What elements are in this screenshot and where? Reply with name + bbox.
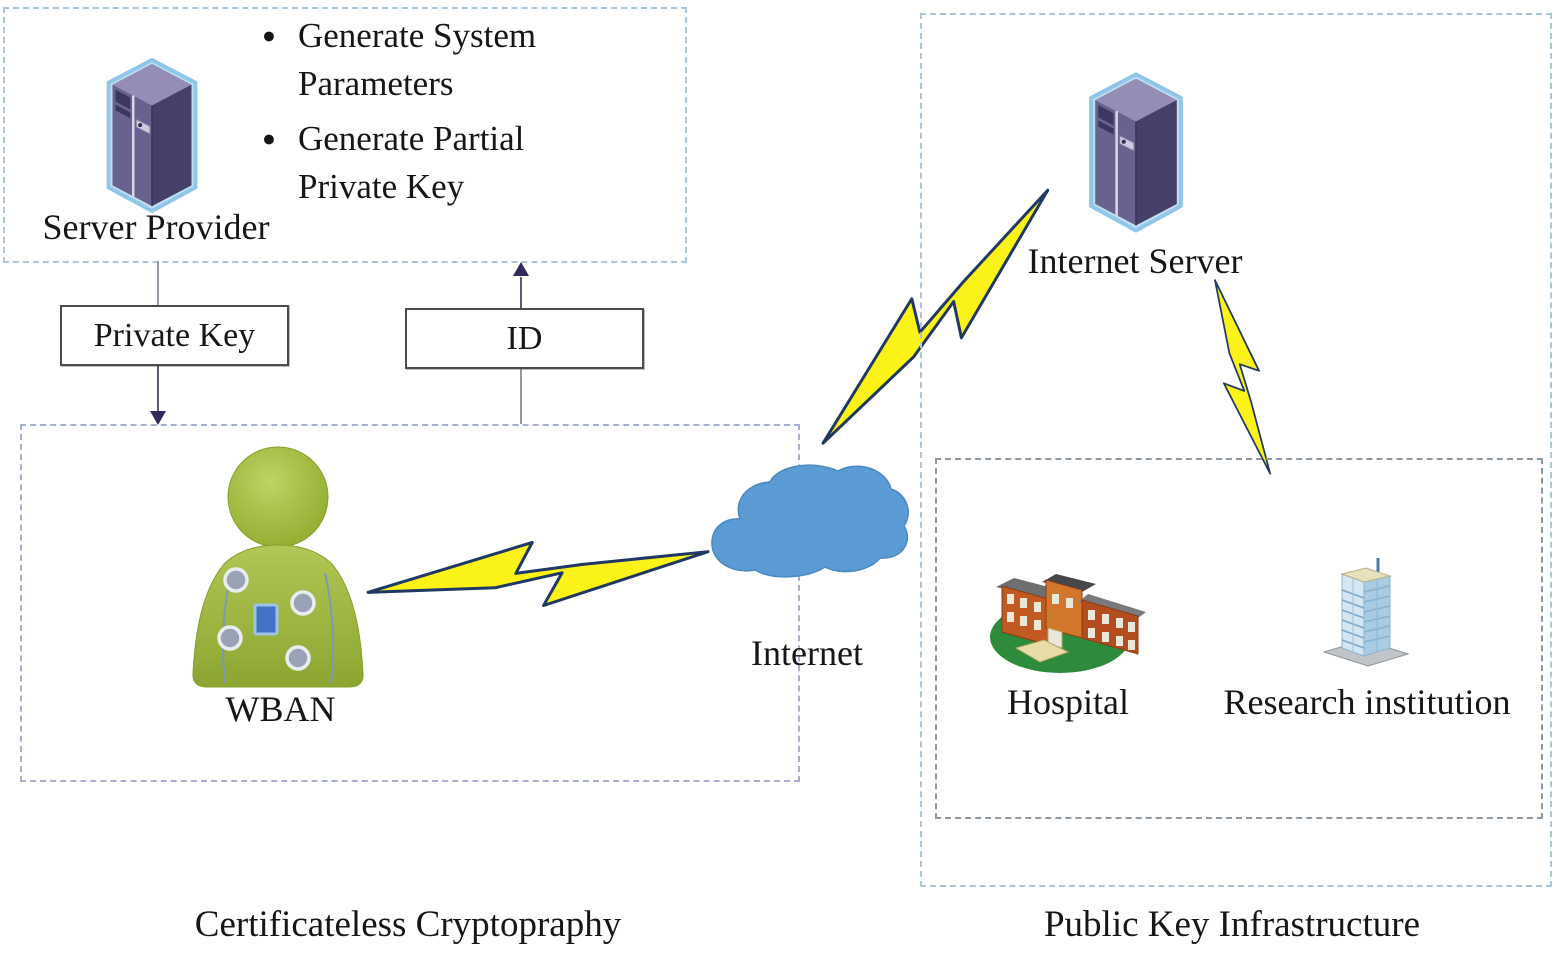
task-text: Generate Partial Private Key <box>298 118 525 206</box>
task-item: Generate System Parameters <box>262 12 598 109</box>
wban-box <box>20 424 800 782</box>
private-key-box: Private Key <box>60 305 289 366</box>
internet-server-icon <box>1085 68 1187 240</box>
internet-label: Internet <box>751 633 863 673</box>
id-arrowhead-icon <box>513 262 529 276</box>
task-text: Generate System Parameters <box>298 16 537 104</box>
pki-caption: Public Key Infrastructure <box>1043 904 1421 945</box>
private-key-line-bottom <box>157 362 159 413</box>
hospital-label: Hospital <box>1007 682 1129 722</box>
id-box: ID <box>405 308 644 369</box>
private-key-label: Private Key <box>93 316 256 354</box>
pki-hospital-box <box>935 458 1543 819</box>
internet-server-label: Internet Server <box>1027 241 1243 281</box>
pki-outer-box <box>920 13 1552 887</box>
research-building-icon <box>1322 556 1410 674</box>
server-provider-box <box>3 7 687 263</box>
wban-person-icon <box>183 445 373 690</box>
internet-cloud-icon <box>700 458 915 585</box>
id-line-top <box>520 277 522 308</box>
wban-label: WBAN <box>225 689 336 729</box>
server-provider-label: Server Provider <box>42 207 270 247</box>
server-provider-task-list: Generate System Parameters Generate Part… <box>262 12 598 217</box>
certificateless-caption: Certificateless Cryptopraphy <box>194 904 622 945</box>
private-key-line-top <box>157 261 159 305</box>
hospital-icon <box>988 542 1146 675</box>
private-key-arrowhead-icon <box>150 411 166 425</box>
id-line-bottom <box>520 365 522 424</box>
task-item: Generate Partial Private Key <box>262 115 598 212</box>
id-label: ID <box>506 319 543 357</box>
server-provider-icon <box>96 58 208 216</box>
research-institution-label: Research institution <box>1223 682 1511 722</box>
